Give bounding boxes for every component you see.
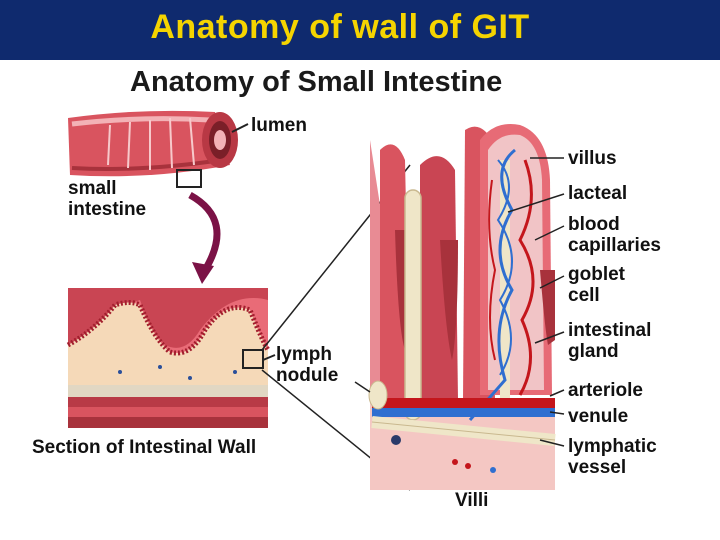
label-venule: venule (568, 406, 629, 427)
villi-block (368, 124, 556, 490)
label-lymph-nodule-line2: nodule (276, 365, 339, 386)
zoom-arrow (188, 191, 221, 272)
section-caption: Section of Intestinal Wall (32, 437, 257, 458)
villi-caption: Villi (455, 490, 489, 511)
label-goblet-cell-line2: cell (568, 285, 600, 306)
label-blood-capillaries-line1: blood (568, 214, 620, 235)
label-intestinal-gland-line2: gland (568, 341, 619, 362)
label-goblet-cell: goblet cell (568, 264, 625, 306)
label-arteriole: arteriole (568, 380, 643, 401)
label-small-intestine-line1: small (68, 178, 117, 199)
label-small-intestine-line2: intestine (68, 199, 147, 220)
label-lumen: lumen (251, 115, 307, 136)
zoom-box-intestine (176, 169, 202, 188)
label-blood-capillaries: blood capillaries (568, 214, 661, 256)
title-bar (0, 0, 720, 60)
label-intestinal-gland: intestinal gland (568, 320, 651, 362)
label-lymphatic-vessel-line2: vessel (568, 457, 627, 478)
slide-title: Anatomy of wall of GIT (150, 8, 530, 46)
label-lymphatic-vessel-line1: lymphatic (568, 436, 657, 457)
label-intestinal-gland-line1: intestinal (568, 320, 652, 341)
label-villus: villus (568, 148, 617, 169)
label-small-intestine: small intestine (68, 178, 146, 220)
diagram-title: Anatomy of Small Intestine (130, 66, 503, 98)
label-blood-capillaries-line2: capillaries (568, 235, 661, 256)
label-lymph-nodule: lymph nodule (276, 344, 338, 386)
label-lymphatic-vessel: lymphatic vessel (568, 436, 657, 478)
label-goblet-cell-line1: goblet (568, 264, 625, 285)
lumen-leader (231, 123, 249, 133)
small-intestine-tube-illustration (68, 110, 238, 177)
label-lymph-nodule-line1: lymph (276, 344, 332, 365)
intestinal-wall-section (66, 288, 271, 428)
label-lacteal: lacteal (568, 183, 628, 204)
label-leaders (354, 157, 565, 447)
